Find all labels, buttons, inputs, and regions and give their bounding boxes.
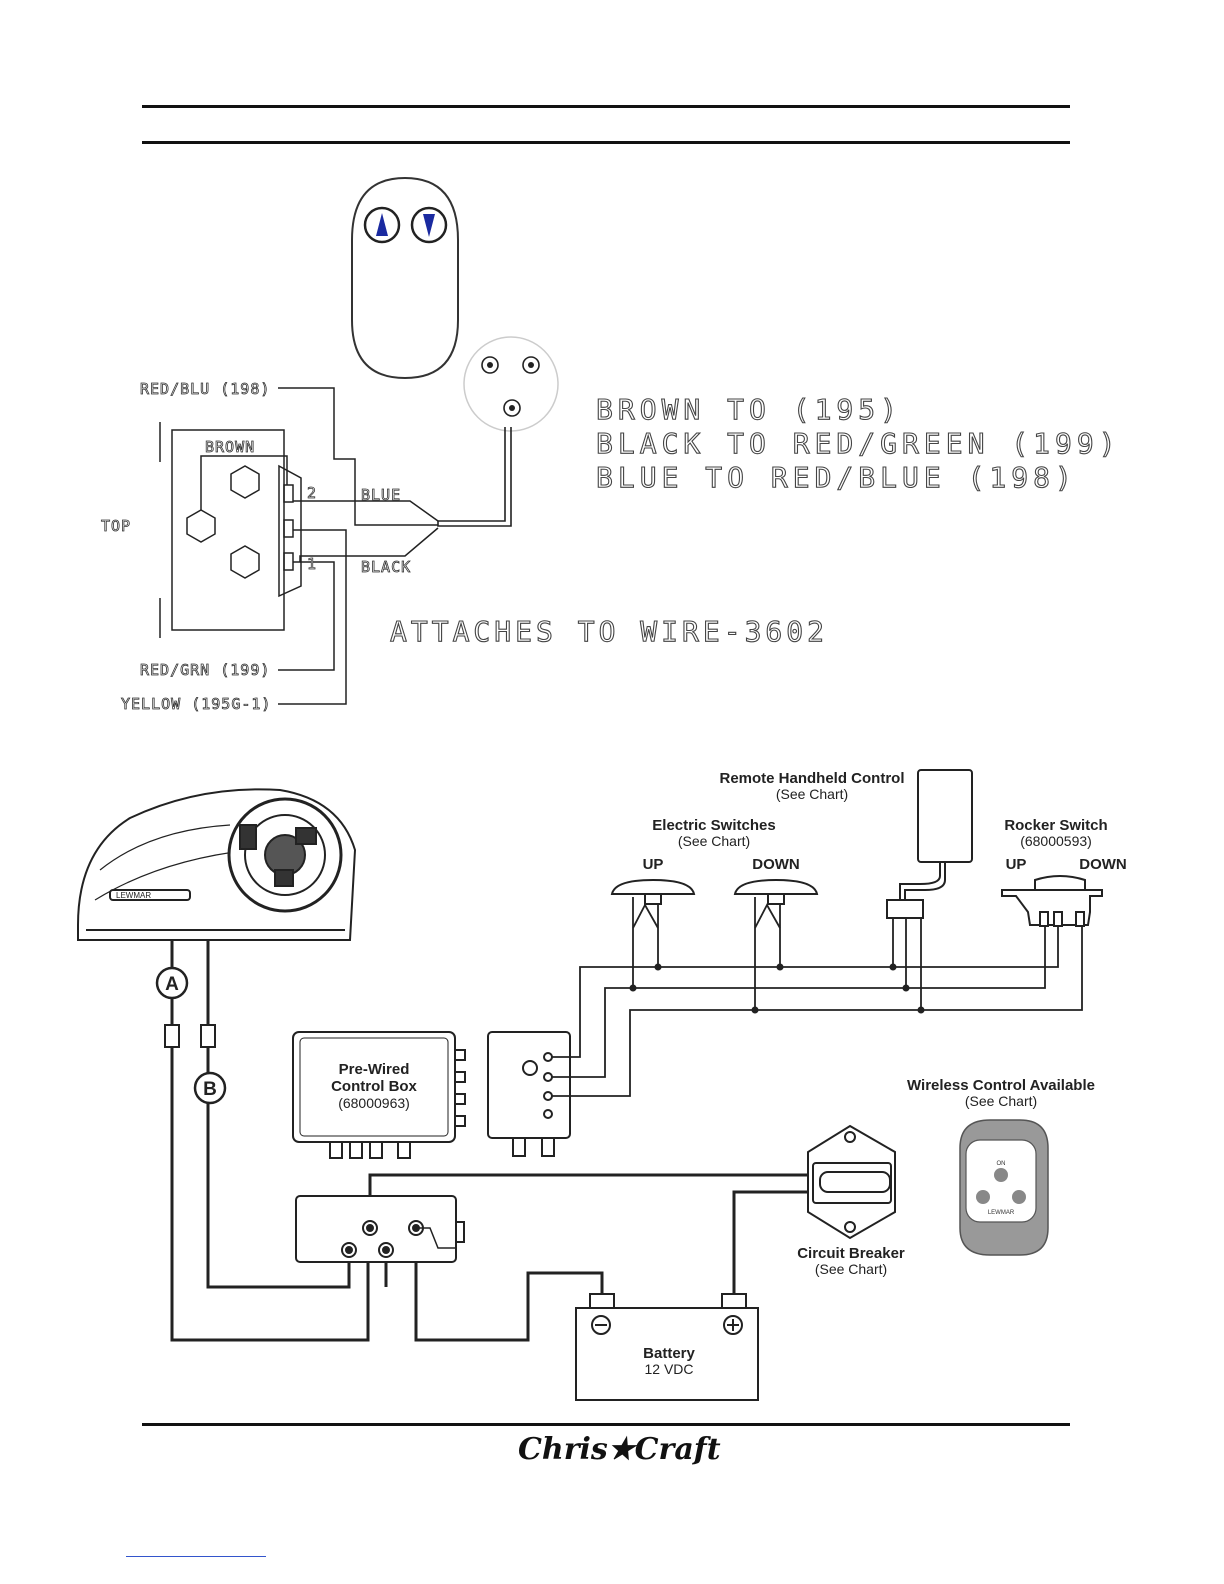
- electric-switch-up-label: UP: [643, 856, 664, 873]
- pin-label-1: 1: [307, 555, 317, 573]
- battery-title: Battery: [643, 1345, 695, 1362]
- handheld-remote: [351, 176, 459, 380]
- wire-label-yellow: YELLOW (195G-1): [121, 695, 271, 713]
- cable-b-label: B: [203, 1079, 217, 1100]
- prewired-control-box: [292, 1031, 466, 1159]
- three-pin-plug: [463, 336, 559, 432]
- control-box-part-number: (68000963): [338, 1095, 410, 1111]
- instruction-line-2: BLACK TO RED/GREEN (199): [596, 427, 1121, 460]
- wire-label-blue: BLUE: [361, 486, 401, 504]
- rocker-switch-down-label: DOWN: [1079, 856, 1127, 873]
- wire-label-red-grn: RED/GRN (199): [140, 661, 270, 679]
- circuit-breaker: [807, 1124, 896, 1240]
- rocker-switch: [1001, 875, 1103, 927]
- circuit-breaker-title: Circuit Breaker: [797, 1245, 905, 1262]
- down-arrow-icon: [423, 214, 435, 237]
- orientation-label-top: TOP: [101, 517, 131, 535]
- electric-switch-down: [733, 878, 819, 905]
- remote-handheld-title: Remote Handheld Control: [719, 770, 904, 787]
- header-rule-top: [142, 105, 1070, 108]
- remote-handheld-sub: (See Chart): [776, 786, 848, 802]
- cable-a-label: A: [165, 974, 179, 995]
- switch-body: [159, 387, 439, 705]
- cable-a-marker: [155, 966, 189, 1000]
- circuit-breaker-sub: (See Chart): [815, 1261, 887, 1277]
- electric-switch-down-label: DOWN: [752, 856, 800, 873]
- rocker-switch-up-label: UP: [1006, 856, 1027, 873]
- remote-wiring-diagram: RED/BLU (198) BROWN TOP BLUE BLACK RED/G…: [101, 176, 1121, 713]
- chris-craft-logo: Chris★Craft: [518, 1432, 721, 1467]
- electric-switch-up: [610, 878, 696, 905]
- rocker-switch-title: Rocker Switch: [1004, 817, 1107, 834]
- control-box-title-1: Pre-Wired: [339, 1061, 410, 1078]
- wireless-control: ON LEWMAR: [959, 1119, 1049, 1256]
- wireless-title: Wireless Control Available: [907, 1077, 1095, 1094]
- windlass-unit: [77, 788, 357, 941]
- up-arrow-icon: [376, 213, 388, 236]
- terminal-box: [487, 1031, 571, 1157]
- attaches-note: ATTACHES TO WIRE-3602: [390, 615, 828, 648]
- instruction-line-3: BLUE TO RED/BLUE (198): [596, 461, 1077, 494]
- instruction-line-1: BROWN TO (195): [596, 393, 902, 426]
- wireless-sub: (See Chart): [965, 1093, 1037, 1109]
- wire-label-red-blu: RED/BLU (198): [140, 380, 270, 398]
- battery-voltage: 12 VDC: [644, 1361, 693, 1377]
- cable-b-marker: [193, 1071, 227, 1105]
- pin-label-2: 2: [307, 484, 317, 502]
- header-rule-bottom: [142, 141, 1070, 144]
- footer-link-underline: [126, 1556, 266, 1557]
- control-bus-wires: [552, 897, 1083, 1097]
- wireless-on-label: ON: [997, 1161, 1006, 1167]
- rocker-switch-part: (68000593): [1020, 833, 1092, 849]
- remote-handheld-control: [886, 769, 973, 919]
- wire-label-brown: BROWN: [205, 438, 255, 456]
- windlass-brand-label: LEWMAR: [116, 891, 151, 900]
- windlass-cables: [170, 940, 812, 1342]
- control-box-title-2: Control Box: [331, 1078, 417, 1095]
- wireless-brand-label: LEWMAR: [988, 1210, 1015, 1216]
- footer-rule: [142, 1423, 1070, 1426]
- battery: [575, 1293, 759, 1401]
- contactor-box: [295, 1195, 465, 1263]
- wire-label-black: BLACK: [361, 558, 411, 576]
- electric-switches-title: Electric Switches: [652, 817, 775, 834]
- electric-switches-sub: (See Chart): [678, 833, 750, 849]
